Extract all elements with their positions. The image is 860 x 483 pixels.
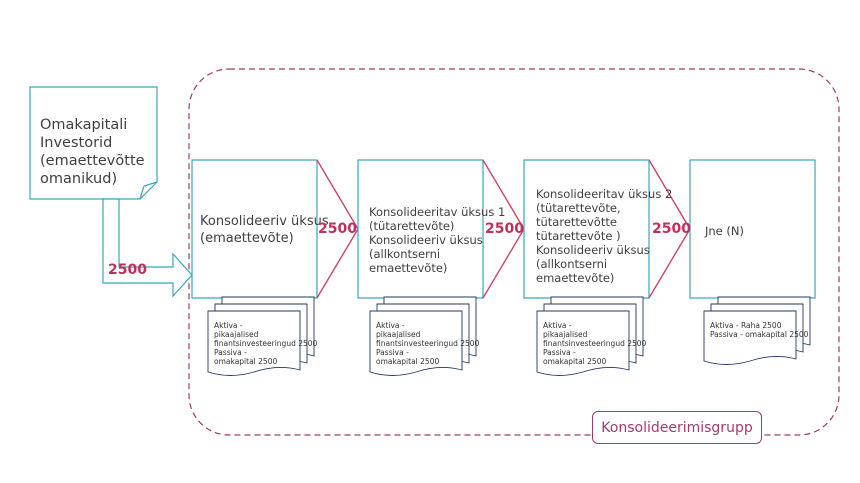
group-label-text: Konsolideerimisgrupp xyxy=(601,419,753,436)
balance-note-2: Aktiva - pikaajalised finantsinvesteerin… xyxy=(543,321,647,366)
group-label: Konsolideerimisgrupp xyxy=(592,411,762,444)
balance-note-3: Aktiva - Raha 2500 Passiva - omakapital … xyxy=(710,321,809,339)
unit-label-1: Konsolideeritav üksus 1 (tütarettevõte) … xyxy=(369,205,506,275)
investor-box xyxy=(29,86,158,200)
flow-amount-parent-unit1: 2500 xyxy=(318,221,357,237)
flow-amount-unit1-unit2: 2500 xyxy=(485,221,524,237)
balance-note-0: Aktiva - pikaajalised finantsinvesteerin… xyxy=(214,321,318,366)
unit-label-0: Konsolideeriv üksus (emaettevõte) xyxy=(200,214,329,246)
investor-flow-arrow xyxy=(102,198,193,298)
flow-amount-unit2-next: 2500 xyxy=(652,221,691,237)
balance-doc-1 xyxy=(369,296,477,376)
unit-label-2: Konsolideeritav üksus 2 (tütarettevõte, … xyxy=(536,187,673,285)
balance-note-1: Aktiva - pikaajalised finantsinvesteerin… xyxy=(376,321,480,366)
unit-box-3 xyxy=(689,159,816,299)
group-boundary xyxy=(188,68,840,436)
balance-doc-0 xyxy=(207,296,315,376)
unit-label-3: Jne (N) xyxy=(705,224,744,238)
balance-doc-2 xyxy=(536,296,644,376)
investor-box-fold xyxy=(139,181,158,200)
investor-label: Omakapitali Investorid (emaettevõtte oma… xyxy=(40,117,145,187)
flow-amount-investor: 2500 xyxy=(108,262,147,278)
balance-doc-3 xyxy=(703,296,811,365)
